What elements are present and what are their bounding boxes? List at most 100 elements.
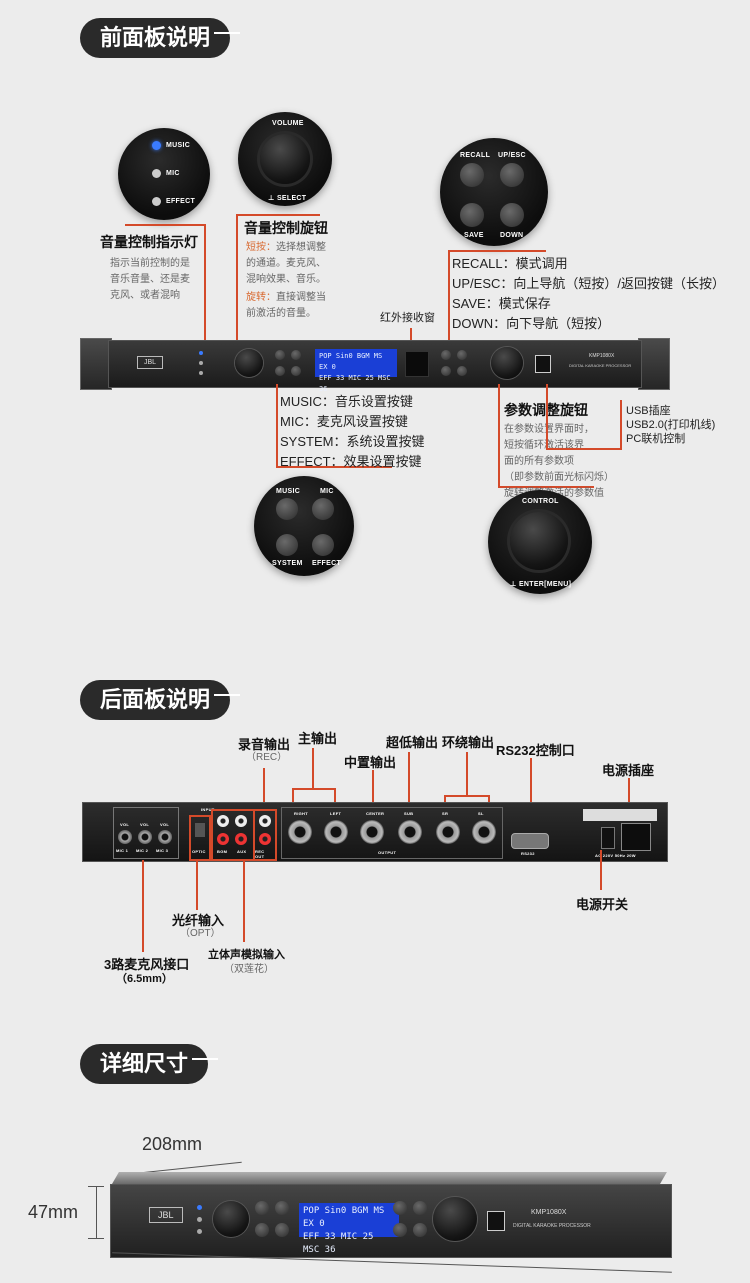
nav-desc-4: DOWN：向下导航（短按） — [452, 316, 611, 331]
xlr-sr-port[interactable] — [436, 820, 460, 844]
optical-sub: （OPT） — [180, 928, 221, 939]
front-effect-button[interactable] — [291, 366, 301, 376]
front-mic-button[interactable] — [291, 350, 301, 360]
front-panel-device: JBL POP Sin0 BGM MS EX 0 EFF 33 MIC 25 M… — [108, 340, 642, 393]
optic-port[interactable] — [195, 823, 205, 837]
xlr-right-port[interactable] — [288, 820, 312, 844]
power-switch[interactable] — [601, 827, 615, 849]
mic-jack-3[interactable] — [158, 830, 172, 844]
xlr-center-port[interactable] — [360, 820, 384, 844]
size-btn-2 — [275, 1201, 289, 1215]
mic-in-sub: （6.5mm） — [116, 973, 173, 985]
param-desc-4: （即参数前面光标闪烁） — [504, 472, 614, 483]
size-usb-icon — [487, 1211, 505, 1231]
music-led-icon — [152, 141, 161, 150]
rotate-text: 直接调整当 — [276, 292, 326, 303]
ir-window — [405, 351, 429, 377]
size-lcd-line-1: POP Sin0 BGM MS EX 0 — [303, 1206, 385, 1229]
bgm-rca-white[interactable] — [217, 815, 229, 827]
param-desc-2: 短按循环激活该界 — [504, 440, 584, 451]
effect-led-icon — [152, 197, 161, 206]
rs232-port[interactable] — [511, 833, 549, 849]
warning-sticker — [583, 809, 657, 821]
mode-desc-4: EFFECT：效果设置按键 — [280, 454, 422, 469]
sub-out-label: 超低输出 — [386, 735, 439, 750]
height-dim-tick-bot — [88, 1238, 104, 1239]
mode-mic-label: MIC — [320, 488, 334, 495]
size-model: KMP1080X — [531, 1209, 567, 1216]
rec-out-label: 录音输出 — [238, 737, 291, 752]
ir-receiver-label: 红外接收窗 — [380, 312, 435, 324]
ac-label: AC 220V 50Hz 20W — [595, 853, 636, 858]
indicator-effect-label: EFFECT — [166, 198, 196, 205]
xlr-sub-port[interactable] — [398, 820, 422, 844]
mic-led-icon — [152, 169, 161, 178]
front-control-knob[interactable] — [491, 347, 523, 379]
mode-desc-1: MUSIC：音乐设置按键 — [280, 394, 413, 409]
mode-system-button[interactable] — [276, 534, 298, 556]
power-socket[interactable] — [621, 823, 651, 851]
front-recall-button[interactable] — [441, 350, 451, 360]
mic-jack-1[interactable] — [118, 830, 132, 844]
rear-panel-device: MIC 1 MIC 2 MIC 3 VOL VOL VOL OPTIC INPU… — [82, 802, 668, 862]
rec-rca-red[interactable] — [259, 833, 271, 845]
down-button[interactable] — [500, 203, 524, 227]
volume-circle-label: VOLUME — [272, 120, 304, 127]
volume-knob-icon — [260, 134, 310, 184]
output-panel: RIGHT LEFT CENTER SUB SR SL OUTPUT — [281, 807, 503, 859]
width-dimension: 208mm — [142, 1134, 203, 1154]
xlr-left-port[interactable] — [324, 820, 348, 844]
xlr-sub-label: SUB — [404, 811, 414, 816]
front-down-button[interactable] — [457, 366, 467, 376]
mode-effect-button[interactable] — [312, 534, 334, 556]
recall-button[interactable] — [460, 163, 484, 187]
usb-desc-1: USB插座 — [626, 405, 671, 417]
indicator-desc-2: 音乐音量、还是麦 — [110, 274, 190, 285]
power-socket-label: 电源插座 — [602, 763, 655, 778]
usb-port-icon[interactable] — [535, 355, 551, 373]
indicator-title: 音量控制指示灯 — [100, 234, 198, 250]
mode-zoom-circle: MUSIC MIC SYSTEM EFFECT — [254, 476, 354, 576]
aux-rca-red[interactable] — [235, 833, 247, 845]
bgm-rca-red[interactable] — [217, 833, 229, 845]
vol3-label: VOL — [160, 822, 170, 827]
front-save-button[interactable] — [441, 366, 451, 376]
nav-zoom-circle: RECALL UP/ESC SAVE DOWN — [440, 138, 548, 246]
size-nav-2 — [413, 1201, 427, 1215]
nav-desc-3: SAVE：模式保存 — [452, 296, 551, 311]
short-desc-1: 的通道。麦克风、 — [246, 258, 326, 269]
rec-out-box: REC OUT — [253, 809, 277, 861]
volume-title: 音量控制旋钮 — [244, 220, 328, 236]
front-upesc-button[interactable] — [457, 350, 467, 360]
front-music-button[interactable] — [275, 350, 285, 360]
front-volume-knob[interactable] — [235, 349, 263, 377]
size-led-3 — [197, 1229, 202, 1234]
size-nav-4 — [413, 1223, 427, 1237]
upesc-button[interactable] — [500, 163, 524, 187]
rca-input-box: BGM AUX — [211, 809, 255, 861]
mode-desc-2: MIC：麦克风设置按键 — [280, 414, 408, 429]
rec-rca-white[interactable] — [259, 815, 271, 827]
mode-mic-button[interactable] — [312, 498, 334, 520]
size-led-1 — [197, 1205, 202, 1210]
xlr-center-label: CENTER — [366, 811, 385, 816]
mic-in-label: 3路麦克风接口 — [104, 957, 190, 972]
mode-desc-3: SYSTEM：系统设置按键 — [280, 434, 425, 449]
save-button[interactable] — [460, 203, 484, 227]
mode-music-button[interactable] — [276, 498, 298, 520]
mic-jack-2[interactable] — [138, 830, 152, 844]
indicator-desc-3: 克风、或者混响 — [110, 290, 180, 301]
front-system-button[interactable] — [275, 366, 285, 376]
aux-rca-white[interactable] — [235, 815, 247, 827]
rec-out-sub: （REC） — [246, 752, 288, 763]
mic2-label: MIC 2 — [136, 848, 149, 853]
xlr-sl-label: SL — [478, 811, 484, 816]
lcd-display: POP Sin0 BGM MS EX 0 EFF 33 MIC 25 MSC 3… — [315, 349, 397, 393]
param-desc-3: 面的所有参数项 — [504, 456, 574, 467]
aux-label: AUX — [237, 849, 247, 854]
select-circle-label: ⊥ SELECT — [268, 195, 307, 202]
brand-logo: JBL — [137, 356, 164, 369]
control-knob-icon — [510, 512, 568, 570]
xlr-sl-port[interactable] — [472, 820, 496, 844]
nav-down-label: DOWN — [500, 232, 524, 239]
